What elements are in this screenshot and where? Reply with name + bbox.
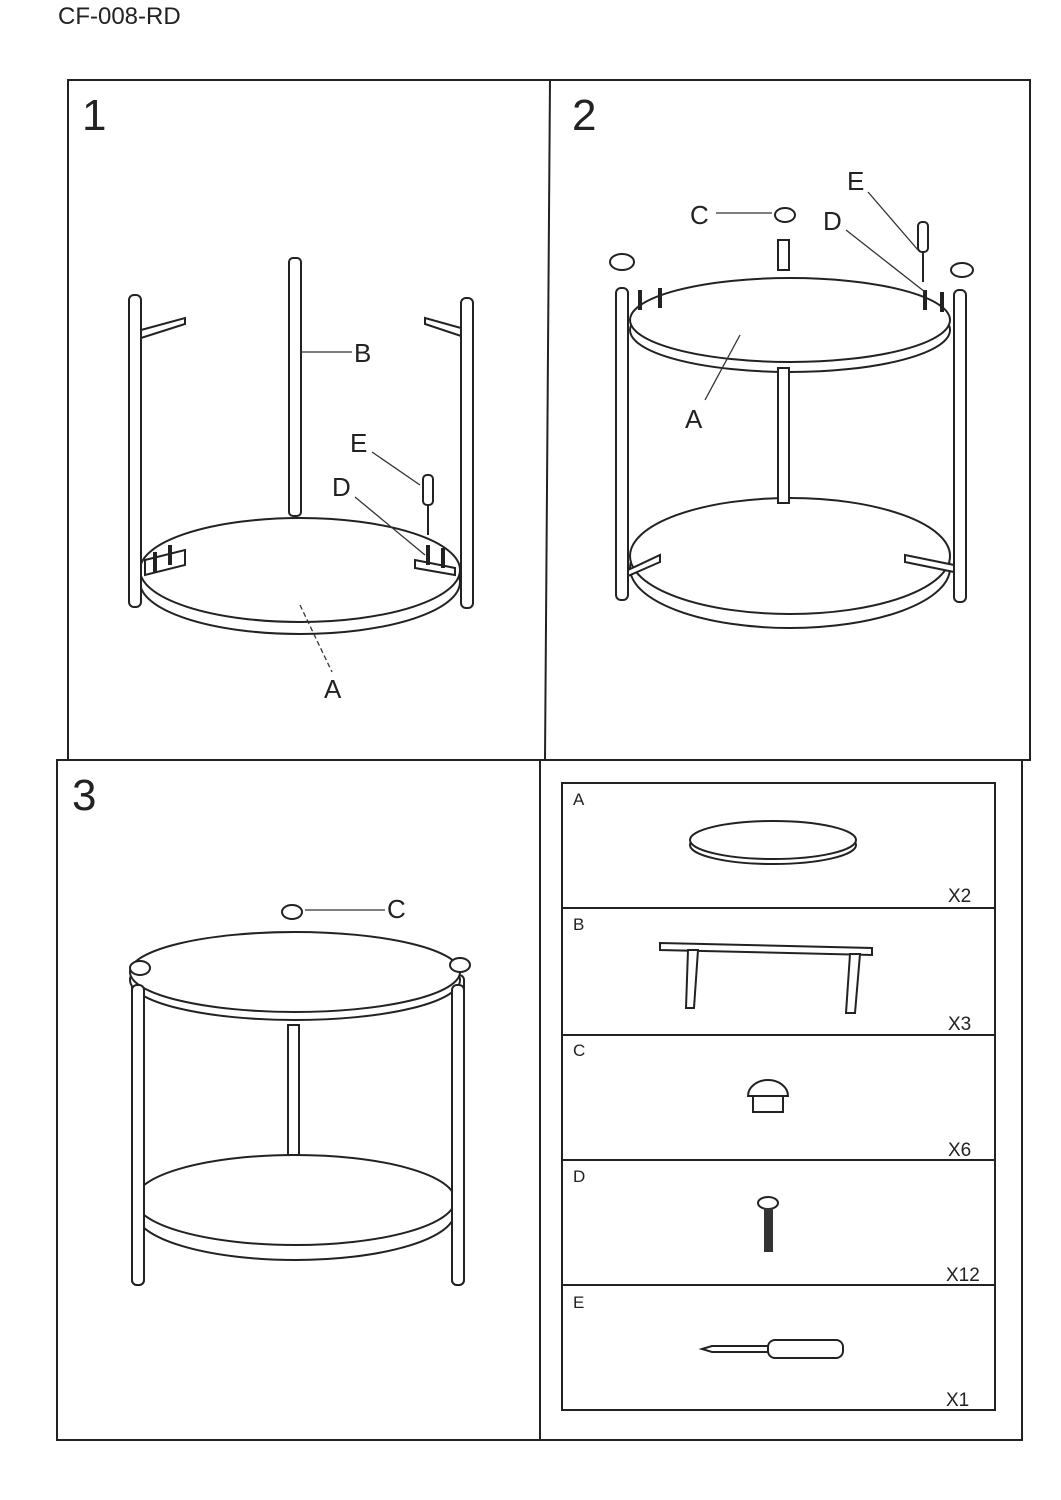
screwdriver-icon xyxy=(698,1339,844,1359)
part-quantity: X3 xyxy=(948,1014,971,1035)
label-c: C xyxy=(690,200,709,230)
part-letter: E xyxy=(573,1293,584,1312)
part-quantity: X6 xyxy=(948,1140,971,1161)
step-number: 1 xyxy=(82,91,106,140)
screws-d-drawing xyxy=(153,545,445,572)
label-e: E xyxy=(350,428,367,458)
model-code: CF-008-RD xyxy=(58,3,181,30)
panel-frames xyxy=(56,79,1031,1441)
part-row-a: A X2 xyxy=(573,790,971,907)
label-b: B xyxy=(354,338,371,368)
part-letter: D xyxy=(573,1167,585,1186)
label-a: A xyxy=(685,404,703,434)
leg-drawings xyxy=(615,239,967,603)
parts-list: A X2 B X3 C X6 D X12 E X1 xyxy=(561,782,996,1411)
label-c: C xyxy=(387,894,406,924)
leg-frame-icon xyxy=(659,941,873,1014)
step-1-panel: 1 B E D A xyxy=(82,91,474,704)
part-quantity: X1 xyxy=(946,1390,969,1411)
caps-c-drawing xyxy=(129,904,471,976)
step-2-panel: 2 C E D xyxy=(572,91,974,629)
round-tabletop-icon xyxy=(689,820,857,865)
screwdriver-e-drawing xyxy=(422,474,434,535)
screws-d-drawing xyxy=(638,288,944,312)
part-quantity: X2 xyxy=(948,886,971,907)
step-3-panel: 3 C xyxy=(72,771,471,1286)
step-number: 3 xyxy=(72,771,96,820)
part-row-d: D X12 xyxy=(573,1167,980,1286)
tabletop-a-drawing xyxy=(139,517,461,635)
screwdriver-e-drawing xyxy=(917,221,929,282)
screw-icon xyxy=(757,1196,779,1252)
label-d: D xyxy=(332,472,351,502)
part-letter: B xyxy=(573,915,584,934)
part-letter: A xyxy=(573,790,585,809)
step-number: 2 xyxy=(572,91,596,140)
caps-c-drawing xyxy=(609,207,974,278)
tabletop-drawings xyxy=(629,277,951,629)
label-d: D xyxy=(823,206,842,236)
part-quantity: X12 xyxy=(946,1265,980,1286)
label-e: E xyxy=(847,166,864,196)
part-row-c: C X6 xyxy=(573,1041,971,1161)
leg-cap-icon xyxy=(746,1079,790,1113)
part-row-b: B X3 xyxy=(573,915,971,1035)
part-letter: C xyxy=(573,1041,585,1060)
assembled-table-drawing xyxy=(129,931,465,1286)
label-a: A xyxy=(324,674,342,704)
part-row-e: E X1 xyxy=(573,1293,969,1411)
